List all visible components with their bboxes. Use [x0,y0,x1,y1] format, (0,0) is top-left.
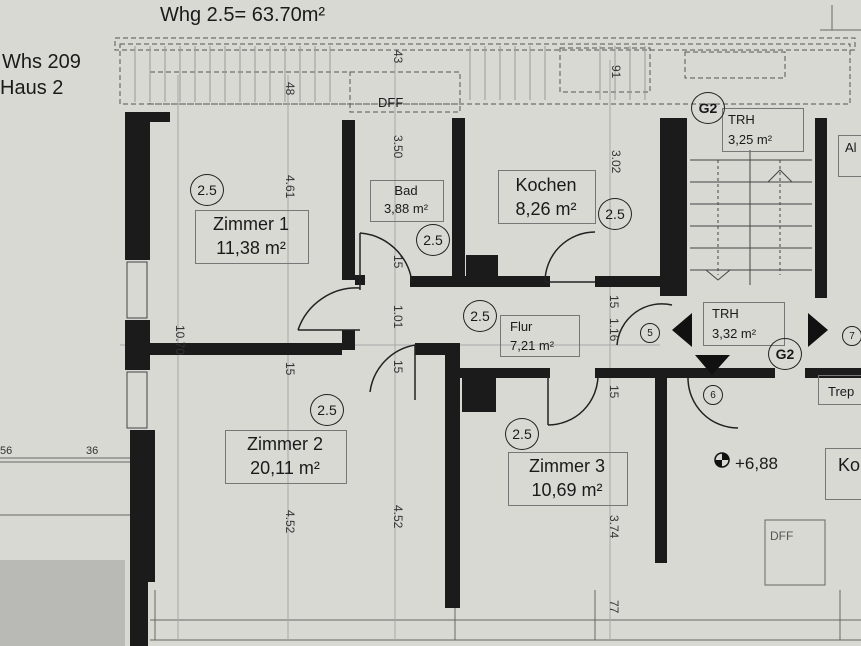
zimmer1-frame [195,210,309,264]
trh-bottom-area: 3,32 m² [712,326,757,341]
ko-label: Ko [838,455,861,475]
dim-3-02: 3.02 [609,150,623,174]
landing-arrows [672,313,828,375]
zimmer2-area: 20,11 m² [250,458,320,478]
dim-36: 36 [86,445,99,457]
dim-15-d: 15 [607,295,621,309]
ko-frame [825,448,861,500]
trh-top-area: 3,25 m² [728,132,773,147]
apartment-title: Whg 2.5= 63.70m² [160,4,326,26]
g2-marker-bottom: G2 [768,338,802,370]
category-marker-bad: 2.5 [416,224,450,256]
level-marker [714,452,730,468]
walls [0,112,861,646]
flur-name: Flur [510,319,533,334]
al-label: Al [845,140,857,155]
dim-77: 77 [607,600,621,614]
outline-lines [0,5,861,641]
dim-15-b: 15 [391,360,405,374]
category-marker-zimmer2: 2.5 [310,394,344,426]
dim-4-52-a: 4.52 [391,505,405,529]
trh-bottom-name: TRH [712,306,739,321]
kochen-frame [498,170,596,224]
dim-4-52-b: 4.52 [283,510,297,534]
dff-label-top: DFF [378,95,404,110]
category-marker-zimmer1: 2.5 [190,174,224,206]
dim-1-01: 1.01 [391,305,405,329]
dim-3-74: 3.74 [607,515,621,539]
house-label: Haus 2 [0,77,64,99]
zimmer3-area: 10,69 m² [531,480,603,500]
door-swings [297,231,739,429]
flur-frame [500,315,580,357]
dim-15-a: 15 [391,255,405,269]
trh-bottom-frame [703,302,785,346]
kochen-name: Kochen [515,175,577,195]
zimmer3-frame [508,452,628,506]
kochen-area: 8,26 m² [515,199,577,219]
category-marker-kochen: 2.5 [598,198,632,230]
bad-frame [370,180,444,222]
trh-top-frame [722,108,804,152]
zimmer3-name: Zimmer 3 [529,456,605,476]
staircase [690,150,812,285]
zimmer2-name: Zimmer 2 [247,434,323,454]
zimmer1-name: Zimmer 1 [213,214,289,234]
dim-56: 56 [0,445,13,457]
dim-10-70: 10.70 [173,325,187,356]
stair-step-marker-6: 6 [703,385,723,405]
stair-step-marker-7: 7 [842,326,861,346]
bad-area: 3,88 m² [383,201,429,216]
stair-step-marker-5: 5 [640,323,660,343]
balcony-hatching [134,46,646,102]
zimmer1-area: 11,38 m² [216,238,286,258]
bad-name: Bad [394,183,418,198]
dim-1-16: 1.16 [607,318,621,342]
trep-frame [818,375,861,405]
zimmer2-frame [225,430,347,484]
dim-3-50: 3.50 [391,135,405,159]
trep-label: Trep [828,384,855,399]
left-windows [126,261,148,429]
level-value: +6,88 [735,454,779,473]
dim-4-61: 4.61 [283,175,297,199]
category-marker-zimmer3: 2.5 [505,418,539,450]
g2-marker-top: G2 [691,92,725,124]
dff-label-bottom: DFF [770,529,794,543]
dim-91: 91 [609,65,623,79]
trh-top-name: TRH [728,112,755,127]
category-marker-flur: 2.5 [463,300,497,332]
building-label: Whs 209 [2,51,81,73]
dim-15-e: 15 [607,385,621,399]
flur-area: 7,21 m² [510,338,555,353]
dim-15-c: 15 [283,362,297,376]
dim-43: 43 [391,50,405,64]
dim-48: 48 [283,82,297,96]
al-frame [838,135,861,177]
